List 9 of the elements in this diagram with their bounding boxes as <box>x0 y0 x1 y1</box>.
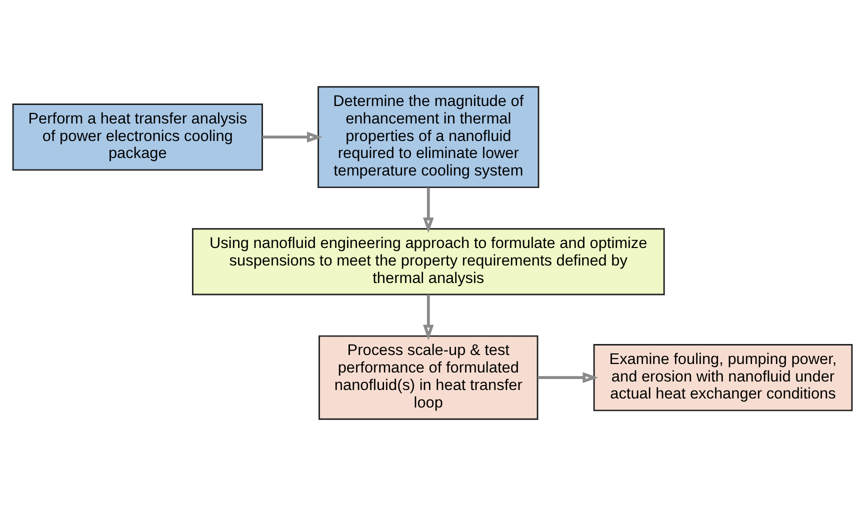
arrow <box>422 187 434 233</box>
node-box: Using nanofluid engineering approach to formulate and optimize suspensions to meet the property requirements defined by thermal analysis <box>192 228 665 295</box>
arrow <box>262 131 322 142</box>
node-box: Perform a heat transfer analysis of power electronics cooling package <box>12 103 263 170</box>
node-box: Process scale-up & test performance of formulated nanofluid(s) in heat transfer loop <box>318 334 538 420</box>
node-box: Examine fouling, pumping power, and erosion with nanofluid under actual heat exchanger conditions <box>593 344 853 411</box>
node-box: Determine the magnitude of enhancement in thermal properties of a nanofluid required to eliminate lower temperature cooling system <box>318 86 540 188</box>
arrow <box>538 372 598 383</box>
arrow <box>422 294 434 340</box>
